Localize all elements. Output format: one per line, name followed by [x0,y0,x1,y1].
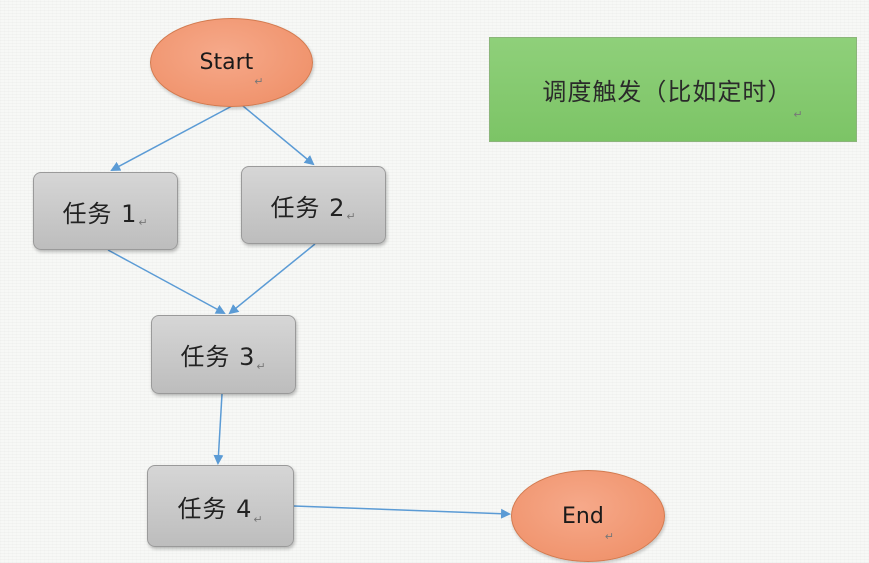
task-4-node: 任务 4↵ [147,465,294,547]
arrow-task3-to-task4 [213,393,224,465]
paragraph-mark-icon: ↵ [346,210,357,223]
paragraph-mark-icon: ↵ [256,360,267,373]
task-4-label: 任务 4 [177,494,253,523]
paragraph-mark-icon: ↵ [253,513,264,526]
arrow-start-to-task1 [110,105,233,171]
paragraph-mark-icon: ↵ [254,75,264,88]
task-3-node: 任务 3↵ [151,315,296,394]
arrow-task1-to-task3 [107,249,226,314]
paragraph-mark-icon: ↵ [793,108,804,121]
arrow-start-to-task2 [242,105,315,166]
start-node: Start↵ [150,18,313,107]
start-label: Start [199,50,254,75]
end-label: End [561,503,604,529]
trigger-note: 调度触发（比如定时）↵ [489,37,857,142]
trigger-label: 调度触发（比如定时） [542,78,793,106]
end-node: End↵ [511,470,665,562]
task-2-node: 任务 2↵ [241,166,386,244]
paragraph-mark-icon: ↵ [138,216,149,229]
arrow-task4-to-end [293,505,511,519]
task-2-label: 任务 2 [270,193,346,222]
task-1-label: 任务 1 [62,199,138,228]
task-1-node: 任务 1↵ [33,172,178,250]
paragraph-mark-icon: ↵ [604,530,615,543]
arrow-task2-to-task3 [228,243,316,315]
task-3-label: 任务 3 [180,343,256,371]
